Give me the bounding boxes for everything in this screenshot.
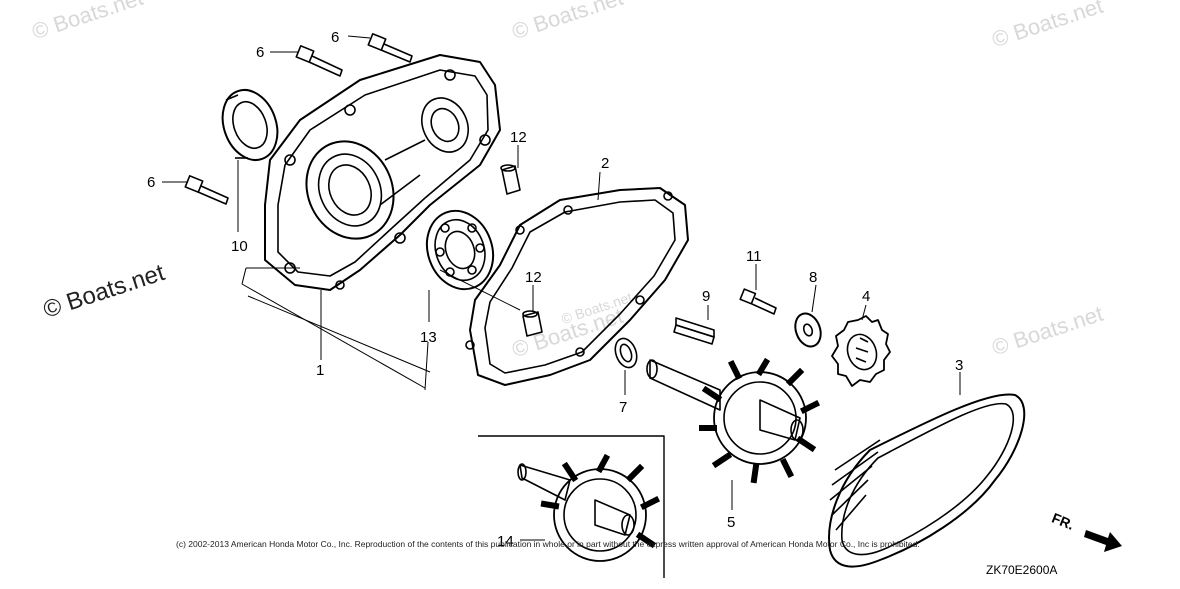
bearing-part — [425, 209, 495, 291]
washer-part — [614, 337, 638, 369]
callouts: 6 6 6 12 2 10 12 11 8 4 9 13 1 7 3 5 14 — [147, 29, 963, 550]
gasket-part — [465, 187, 689, 386]
drive-chain-part — [828, 393, 1026, 568]
key-part — [673, 317, 715, 345]
diagram-code: ZK70E2600A — [986, 563, 1058, 577]
callout-label: 5 — [727, 514, 735, 531]
callout-label: 6 — [331, 29, 339, 46]
oil-seal-part — [221, 89, 279, 161]
small-sprocket-part — [831, 315, 891, 387]
dowel-pin-part — [500, 164, 543, 337]
callout-label: 3 — [955, 357, 963, 374]
callout-label: 6 — [147, 174, 155, 191]
bolt-part — [184, 33, 413, 205]
callout-label: 8 — [809, 269, 817, 286]
copyright-notice: (c) 2002-2013 American Honda Motor Co., … — [176, 539, 920, 549]
callout-label: 7 — [619, 399, 627, 416]
callout-label: 13 — [420, 329, 437, 346]
bolt-part — [739, 288, 777, 315]
drive-sprocket-part — [646, 357, 821, 484]
washer-part — [794, 312, 822, 348]
callout-label: 14 — [497, 533, 514, 550]
callout-label: 12 — [510, 129, 527, 146]
alt-sprocket-part — [478, 435, 665, 578]
callout-label: 6 — [256, 44, 264, 61]
callout-label: 2 — [601, 155, 609, 172]
front-direction-arrow — [1084, 530, 1122, 552]
callout-label: 10 — [231, 238, 248, 255]
gearbox-cover-part — [264, 54, 501, 291]
callout-label: 9 — [702, 288, 710, 305]
callout-label: 12 — [525, 269, 542, 286]
callout-label: 4 — [862, 288, 870, 305]
callout-label: 11 — [746, 248, 762, 265]
callout-label: 1 — [316, 362, 324, 379]
front-marker-label: FR. — [1050, 510, 1077, 533]
leader-lines — [162, 35, 961, 541]
